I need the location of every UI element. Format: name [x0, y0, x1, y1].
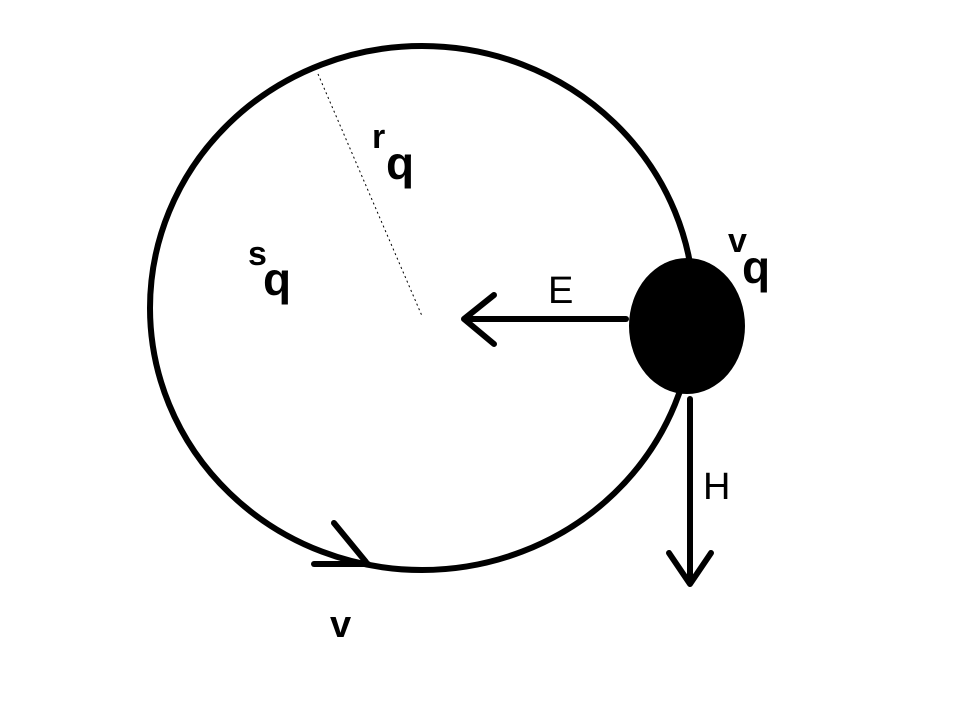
particle-velocity-label-sub: q [742, 241, 770, 293]
area-label-sub: q [263, 253, 291, 305]
radius-line [317, 73, 423, 317]
particle [629, 258, 745, 394]
h-field-label: H [703, 466, 730, 508]
e-field-label: E [548, 270, 573, 312]
radius-label: r q [372, 118, 414, 189]
orbit-velocity-label: v [330, 604, 351, 646]
area-label: s q [248, 235, 291, 305]
orbit-circle [147, 43, 697, 573]
radius-label-main: r [372, 118, 385, 156]
particle-velocity-label-main: v [728, 222, 747, 260]
orbit-direction-arrow [311, 520, 371, 567]
h-field-arrow [666, 396, 714, 587]
particle-velocity-label: v q [728, 222, 770, 293]
radius-label-sub: q [386, 137, 414, 189]
e-field-arrow [461, 292, 629, 347]
area-label-main: s [248, 235, 267, 273]
